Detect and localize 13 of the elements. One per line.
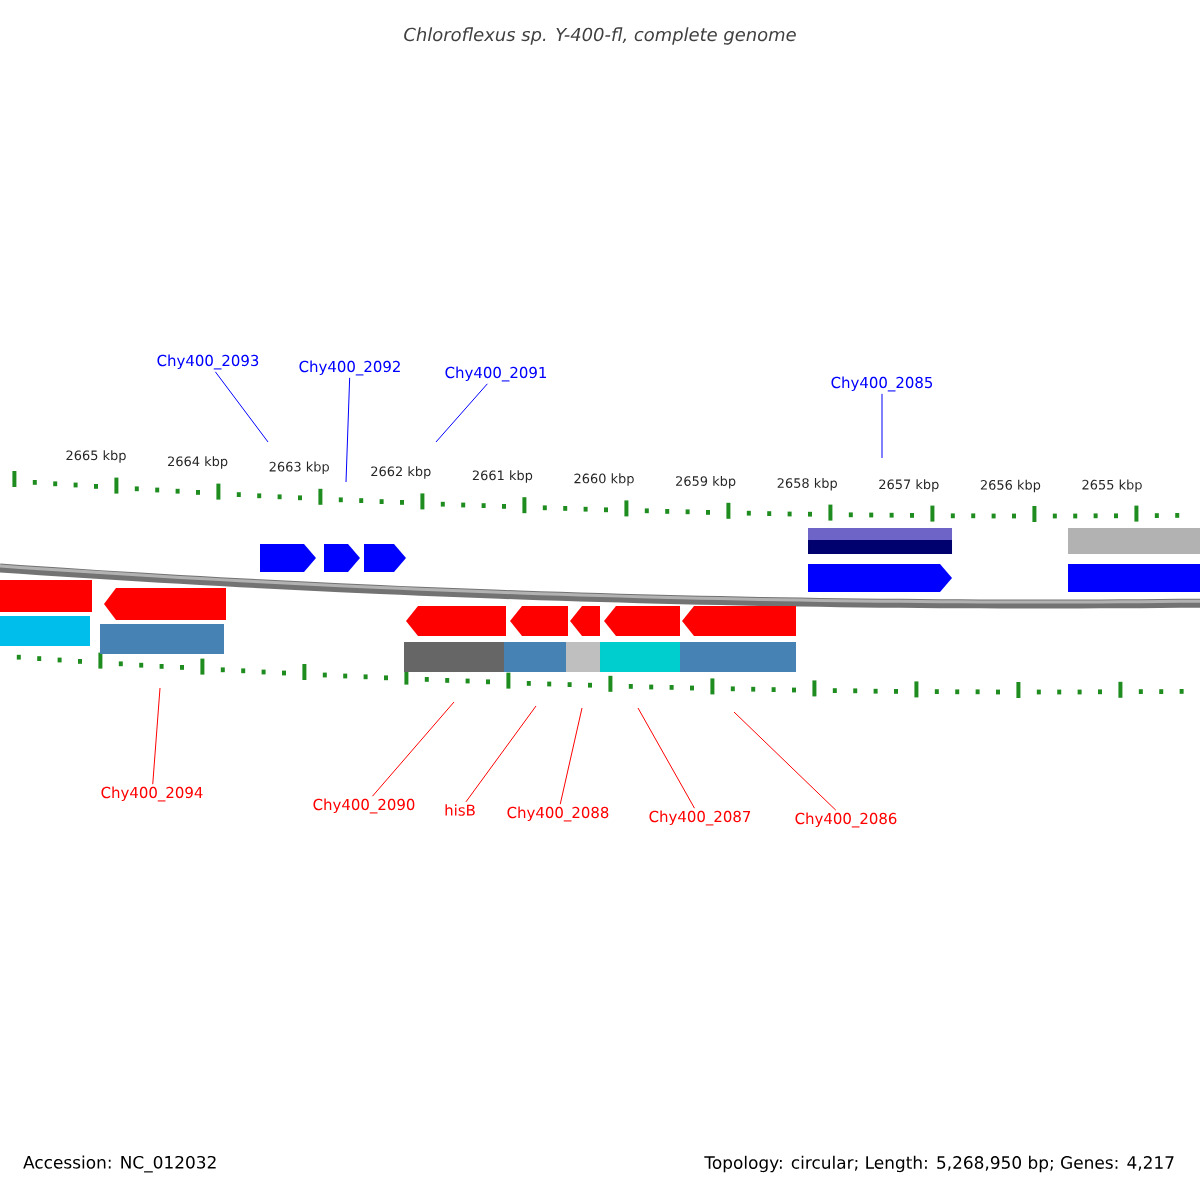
leader-line: [733, 711, 837, 811]
accession-text: Accession: NC_012032: [23, 1155, 216, 1173]
leader-line: [881, 393, 883, 459]
leader-line: [465, 705, 537, 803]
title: Chloroflexus sp. Y-400-fl, complete genome: [404, 27, 796, 45]
leader-line: [214, 371, 269, 443]
leader-line: [637, 707, 695, 809]
leader-line: [152, 687, 161, 785]
genome-info-text: Topology: circular; Length: 5,268,950 bp; Genes: 4,217: [704, 1155, 1174, 1173]
leader-line: [372, 701, 455, 797]
leader-line: [435, 383, 488, 443]
leader-line: [559, 707, 583, 805]
leader-line: [345, 377, 351, 483]
